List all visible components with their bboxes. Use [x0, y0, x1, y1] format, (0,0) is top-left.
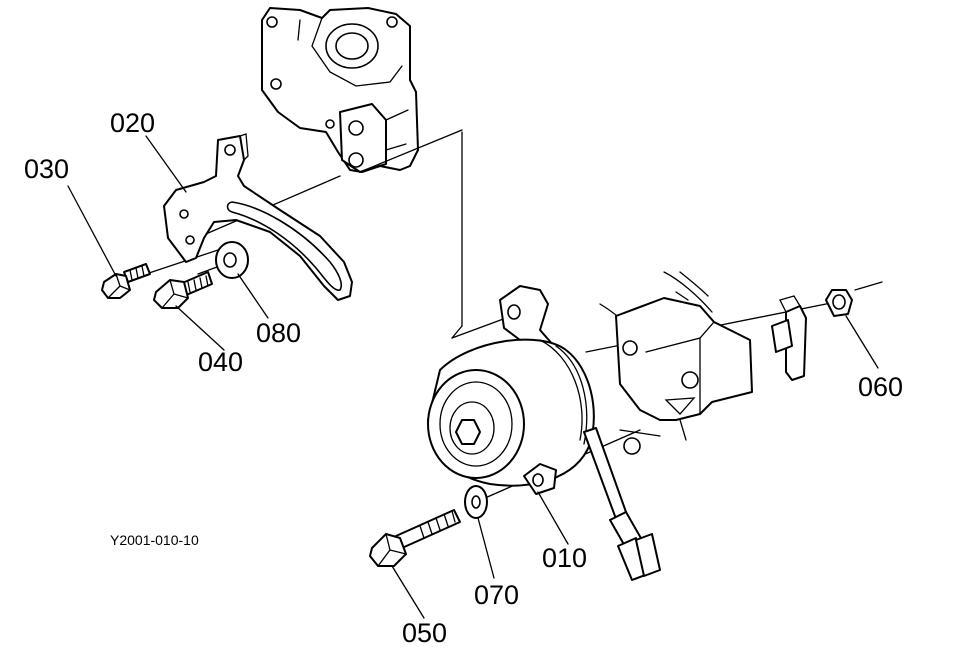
engine-block-right [599, 271, 753, 455]
bolt-050 [369, 509, 461, 567]
leader-080 [237, 273, 269, 319]
leader-040 [175, 305, 225, 351]
callout-050: 050 [402, 618, 447, 648]
leader-lines [67, 135, 879, 619]
washer-070 [464, 485, 488, 519]
callout-020: 020 [110, 108, 155, 138]
callout-080: 080 [256, 318, 301, 348]
figure-id: Y2001-010-10 [110, 532, 199, 548]
washer-080 [215, 241, 249, 279]
callout-labels: 020 030 080 040 060 010 070 050 [24, 108, 903, 648]
callout-030: 030 [24, 154, 69, 184]
callout-060: 060 [858, 372, 903, 402]
leader-060 [845, 315, 879, 369]
leader-010 [537, 491, 569, 545]
leader-030 [67, 185, 117, 277]
callout-070: 070 [474, 580, 519, 610]
leader-020 [145, 135, 187, 193]
bolt-040 [153, 271, 213, 309]
leader-070 [477, 517, 495, 579]
engine-housing-top [261, 7, 419, 173]
bolt-030 [101, 263, 151, 299]
leader-050 [391, 565, 425, 619]
nut-060 [825, 289, 853, 317]
alternator-010 [427, 285, 661, 581]
callout-040: 040 [198, 347, 243, 377]
callout-010: 010 [542, 543, 587, 573]
bracket-020 [163, 133, 353, 301]
wire-clip [771, 295, 807, 381]
